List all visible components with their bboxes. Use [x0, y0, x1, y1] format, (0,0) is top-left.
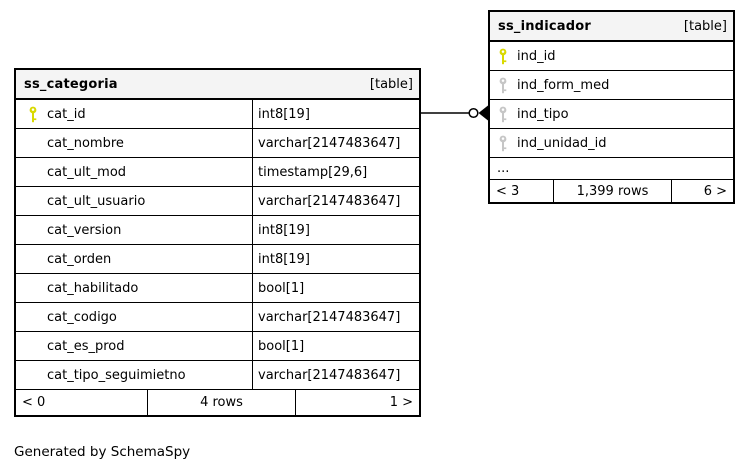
- column-name: ind_form_med: [517, 77, 610, 93]
- table-row: ind_form_med: [490, 71, 733, 100]
- table-ss-categoria[interactable]: ss_categoria [table] cat_id int8[19] cat…: [14, 68, 421, 417]
- zero-many-connector-icon: [421, 105, 488, 121]
- table-ss-indicador[interactable]: ss_indicador [table] ind_id ind_form_med…: [488, 10, 735, 204]
- column-name: cat_ult_usuario: [47, 193, 146, 209]
- table-row: cat_ult_mod timestamp[29,6]: [16, 158, 419, 187]
- column-type: int8[19]: [258, 251, 310, 267]
- column-type: varchar[2147483647]: [258, 367, 401, 383]
- primary-key-icon: [498, 48, 517, 65]
- column-name: cat_codigo: [47, 309, 117, 325]
- column-name: cat_version: [47, 222, 122, 238]
- foreign-key-icon: [498, 77, 517, 94]
- table-row: cat_ult_usuario varchar[2147483647]: [16, 187, 419, 216]
- column-type: bool[1]: [258, 280, 305, 296]
- column-type: varchar[2147483647]: [258, 309, 401, 325]
- table-type-badge: [table]: [369, 76, 413, 92]
- table-row: cat_habilitado bool[1]: [16, 274, 419, 303]
- table-row: cat_nombre varchar[2147483647]: [16, 129, 419, 158]
- table-footer: < 3 1,399 rows 6 >: [490, 180, 733, 202]
- column-type: int8[19]: [258, 106, 310, 122]
- table-row: cat_version int8[19]: [16, 216, 419, 245]
- table-header[interactable]: ss_categoria [table]: [16, 70, 419, 100]
- row-count: 1,399 rows: [554, 180, 672, 202]
- table-row: cat_tipo_seguimietno varchar[2147483647]: [16, 361, 419, 390]
- table-row: ind_unidad_id: [490, 129, 733, 158]
- column-name: cat_ult_mod: [47, 164, 127, 180]
- table-type-badge: [table]: [683, 18, 727, 34]
- table-header[interactable]: ss_indicador [table]: [490, 12, 733, 42]
- foreign-key-icon: [498, 106, 517, 123]
- column-name: cat_id: [47, 106, 86, 122]
- column-type: int8[19]: [258, 222, 310, 238]
- table-row: ind_tipo: [490, 100, 733, 129]
- column-type: varchar[2147483647]: [258, 193, 401, 209]
- foreign-key-icon: [498, 135, 517, 152]
- column-type: varchar[2147483647]: [258, 135, 401, 151]
- table-row: ind_id: [490, 42, 733, 71]
- table-title[interactable]: ss_categoria: [24, 76, 118, 92]
- pager-previous: < 0: [16, 390, 148, 415]
- column-name: cat_habilitado: [47, 280, 139, 296]
- table-footer: < 0 4 rows 1 >: [16, 390, 419, 415]
- primary-key-icon: [28, 106, 47, 123]
- column-name: cat_orden: [47, 251, 112, 267]
- table-row: cat_codigo varchar[2147483647]: [16, 303, 419, 332]
- table-row: cat_es_prod bool[1]: [16, 332, 419, 361]
- more-columns-ellipsis: ...: [490, 158, 733, 180]
- pager-next: 6 >: [703, 183, 727, 199]
- column-name: cat_nombre: [47, 135, 124, 151]
- column-type: bool[1]: [258, 338, 305, 354]
- table-title[interactable]: ss_indicador: [498, 18, 591, 34]
- table-row: cat_id int8[19]: [16, 100, 419, 129]
- column-type: timestamp[29,6]: [258, 164, 368, 180]
- column-name: cat_es_prod: [47, 338, 125, 354]
- table-row: cat_orden int8[19]: [16, 245, 419, 274]
- pager-previous: < 3: [490, 180, 554, 202]
- column-name: cat_tipo_seguimietno: [47, 367, 186, 383]
- generated-by-label: Generated by SchemaSpy: [14, 444, 191, 460]
- column-name: ind_id: [517, 48, 556, 64]
- column-name: ind_unidad_id: [517, 135, 607, 151]
- row-count: 4 rows: [148, 390, 296, 415]
- column-name: ind_tipo: [517, 106, 569, 122]
- pager-next: 1 >: [389, 395, 413, 410]
